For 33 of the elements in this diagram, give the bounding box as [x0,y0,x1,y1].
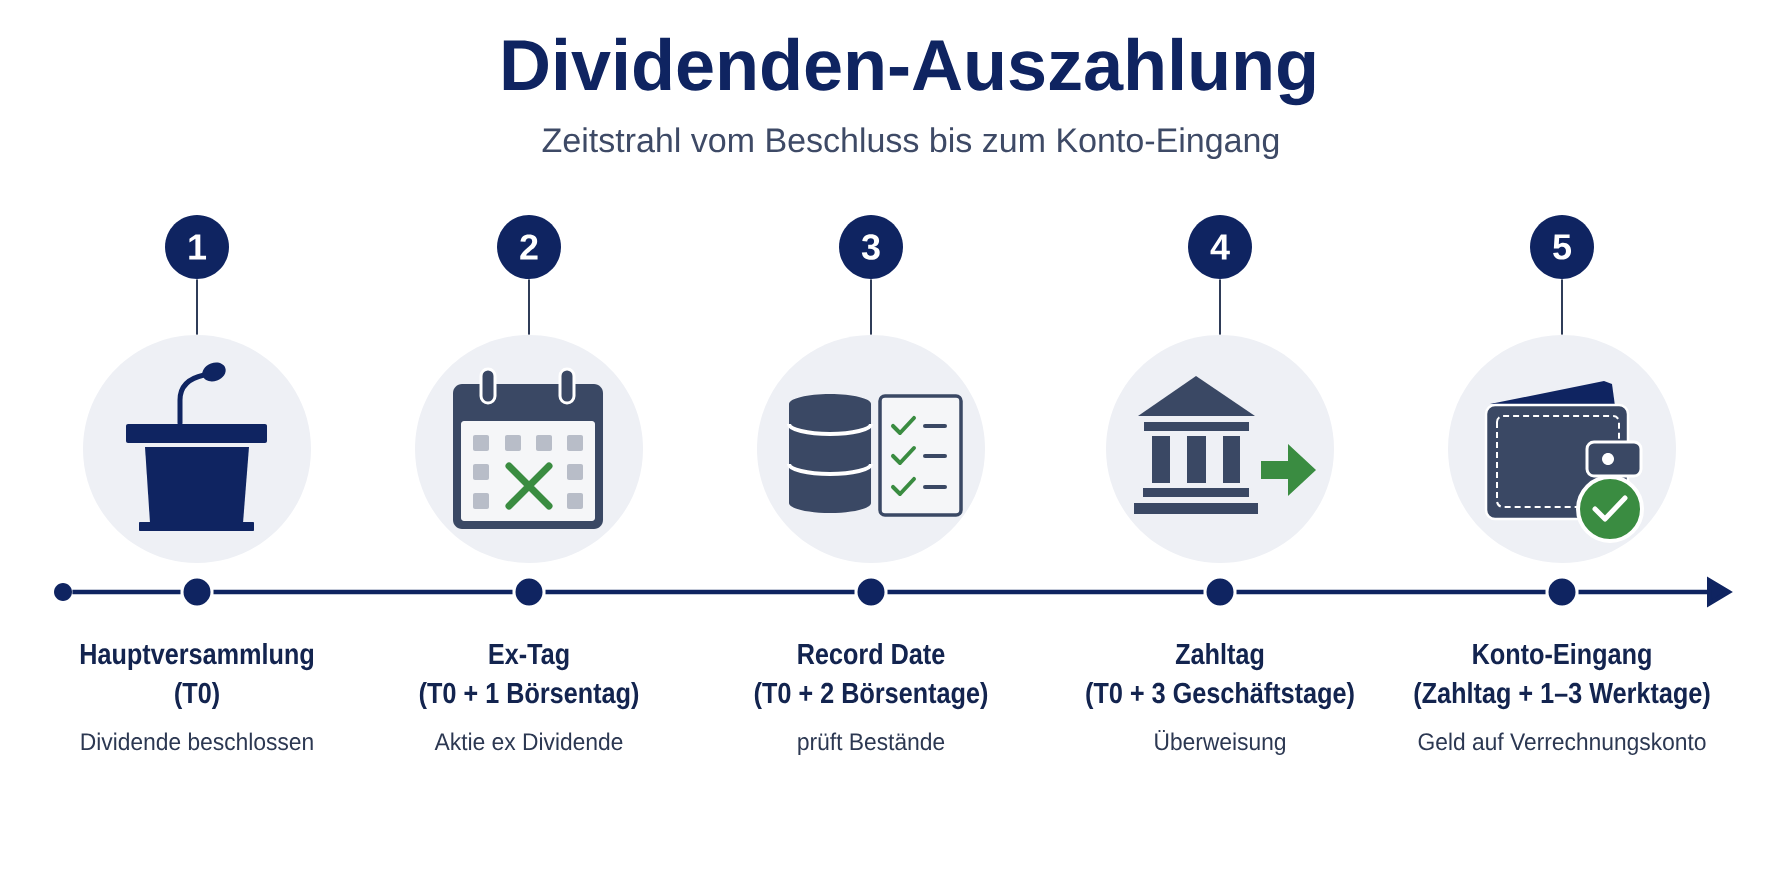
step-description: prüft Bestände [798,732,945,755]
timeline-dot [54,583,72,601]
step-title: Ex-Tag [489,644,569,671]
leader-line [870,278,872,336]
title: Dividenden-Auszahlung [503,37,1315,106]
timeline-line [1236,589,1546,595]
timeline-line [887,589,1204,595]
step-timing: (Zahltag + 1–3 Werktage) [1414,682,1710,710]
timeline-dot [1203,575,1237,609]
step-timing: (T0 + 1 Börsentag) [419,682,639,710]
timeline-dot [512,575,546,609]
step-title: Zahltag [1175,643,1264,671]
step-title: Record Date [798,643,945,665]
step-timing: (T0 + 2 Börsentage) [754,682,988,710]
step-description: Überweisung [1155,729,1286,755]
timeline-line [72,589,181,595]
timeline-dot [1545,575,1579,609]
leader-line [528,278,530,336]
subtitle: Zeitstrahl vom Beschluss bis zum Konto-Eingang [542,127,1279,160]
step-description: Aktie ex Dividende [434,732,623,751]
leader-line [1561,278,1563,336]
leader-line [196,278,198,336]
timeline-line [545,589,855,595]
step-description: Dividende beschlossen [81,732,313,751]
step-description: Geld auf Verrechnungskonto [1418,732,1706,755]
timeline-dot [854,575,888,609]
step-timing: (T0) [175,682,219,709]
step-title: Hauptversammlung [80,643,314,671]
step-timing: (T0 + 3 Geschäftstage) [1086,682,1354,710]
timeline-line [213,589,513,595]
step-title: Konto-Eingang [1473,643,1651,671]
timeline-dot [180,575,214,609]
leader-line [1219,278,1221,336]
